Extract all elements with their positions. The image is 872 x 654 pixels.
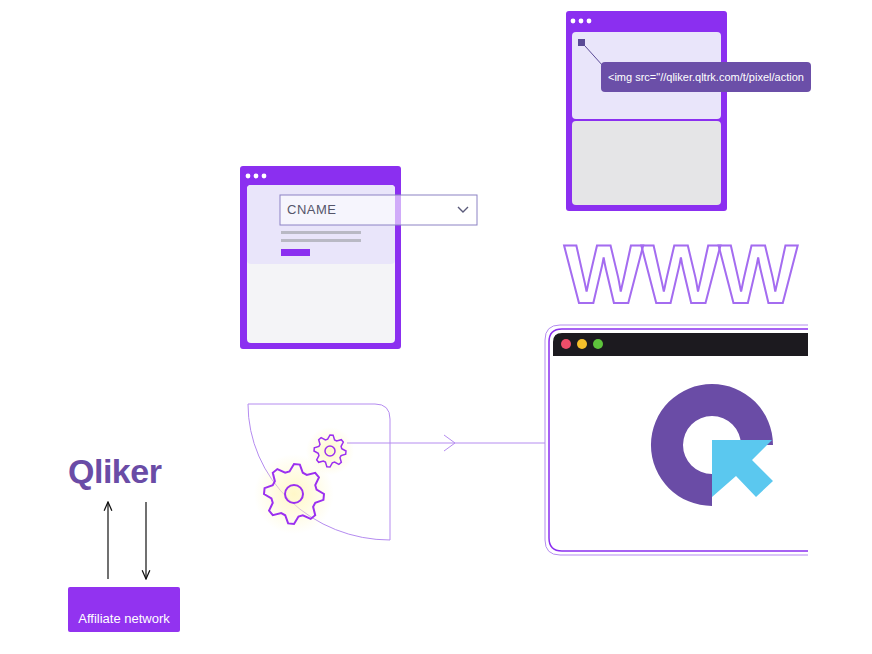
code-snippet: <img src="//qliker.qltrk.com/t/pixel/act… [601, 62, 811, 92]
node-text: Affiliate network [68, 587, 180, 626]
processing-gears [248, 404, 545, 540]
flow-arrow [145, 502, 146, 579]
network-box: Affiliate network [68, 587, 180, 632]
flow-arrow [107, 502, 108, 579]
dns-record-type: CNAME [287, 202, 336, 218]
pixel-window [566, 11, 727, 211]
www-outline-text: WWW [564, 232, 796, 316]
brand-logo: Qliker [68, 452, 178, 494]
node-text: Qliker [68, 452, 178, 490]
dns-window [240, 166, 477, 349]
tracker-browser [545, 325, 808, 555]
